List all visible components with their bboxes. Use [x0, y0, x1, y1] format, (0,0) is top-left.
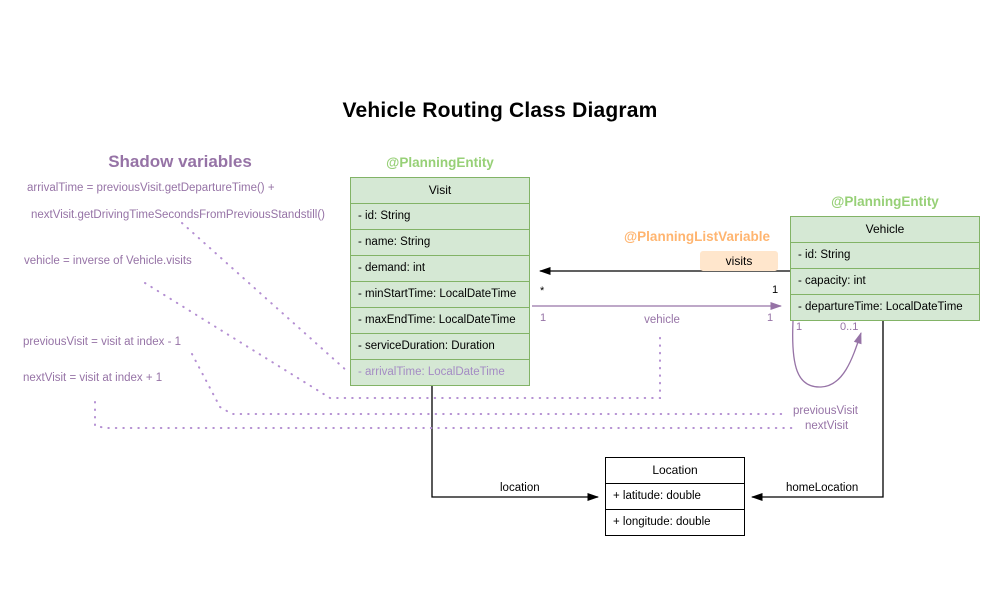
visits-relationship-label: visits	[700, 251, 778, 271]
vehicle-mult-left: 1	[540, 312, 547, 324]
visits-mult-one: 1	[772, 284, 779, 296]
vehicle-mult-right: 1	[767, 312, 774, 324]
vehicle-relationship-label: vehicle	[644, 314, 680, 326]
shadow-formula-arrivaltime-2: nextVisit.getDrivingTimeSecondsFromPrevi…	[31, 209, 325, 221]
diagram-title: Vehicle Routing Class Diagram	[342, 99, 658, 122]
vehicle-attr-capacity: - capacity: int	[791, 268, 979, 294]
visit-class-name: Visit	[428, 183, 452, 197]
location-relationship-label: location	[500, 482, 540, 494]
shadow-variables-heading: Shadow variables	[108, 152, 252, 171]
location-connector	[431, 386, 599, 501]
location-attr-longitude: + longitude: double	[606, 509, 744, 535]
selfloop-mult-one: 1	[796, 321, 803, 333]
visit-planning-entity-annotation: @PlanningEntity	[386, 155, 494, 170]
vehicle-attr-id: - id: String	[791, 242, 979, 268]
selfloop-mult-zeroone: 0..1	[840, 321, 859, 333]
visit-attr-name: - name: String	[351, 229, 529, 255]
visit-attr-minstarttime: - minStartTime: LocalDateTime	[351, 281, 529, 307]
visits-mult-star: *	[540, 285, 545, 297]
planning-list-variable-annotation: @PlanningListVariable	[624, 229, 770, 244]
vehicle-class-name: Vehicle	[865, 222, 905, 236]
location-class-name: Location	[652, 463, 698, 477]
vehicle-attr-departuretime: - departureTime: LocalDateTime	[791, 294, 979, 320]
vehicle-class-box: Vehicle - id: String - capacity: int - d…	[790, 216, 980, 321]
shadow-formula-arrivaltime-1: arrivalTime = previousVisit.getDeparture…	[27, 182, 275, 194]
visit-attr-demand: - demand: int	[351, 255, 529, 281]
previousvisit-label: previousVisit	[793, 405, 858, 417]
shadow-formula-vehicle: vehicle = inverse of Vehicle.visits	[24, 255, 192, 267]
visit-attr-id: - id: String	[351, 203, 529, 229]
visit-class-box: Visit - id: String - name: String - dema…	[350, 177, 530, 386]
shadow-formula-previousvisit: previousVisit = visit at index - 1	[23, 336, 181, 348]
location-attr-latitude: + latitude: double	[606, 483, 744, 509]
shadow-formula-nextvisit: nextVisit = visit at index + 1	[23, 372, 163, 384]
dotted-line-nextvisit	[94, 401, 799, 429]
location-class-box: Location + latitude: double + longitude:…	[605, 457, 745, 536]
vehicle-planning-entity-annotation: @PlanningEntity	[831, 194, 939, 209]
homelocation-relationship-label: homeLocation	[786, 482, 859, 494]
visit-attr-maxendtime: - maxEndTime: LocalDateTime	[351, 307, 529, 333]
nextvisit-label: nextVisit	[805, 420, 849, 432]
visit-attr-arrivaltime: - arrivalTime: LocalDateTime	[351, 359, 529, 385]
dotted-line-arrivaltime	[181, 222, 348, 372]
visit-attr-serviceduration: - serviceDuration: Duration	[351, 333, 529, 359]
